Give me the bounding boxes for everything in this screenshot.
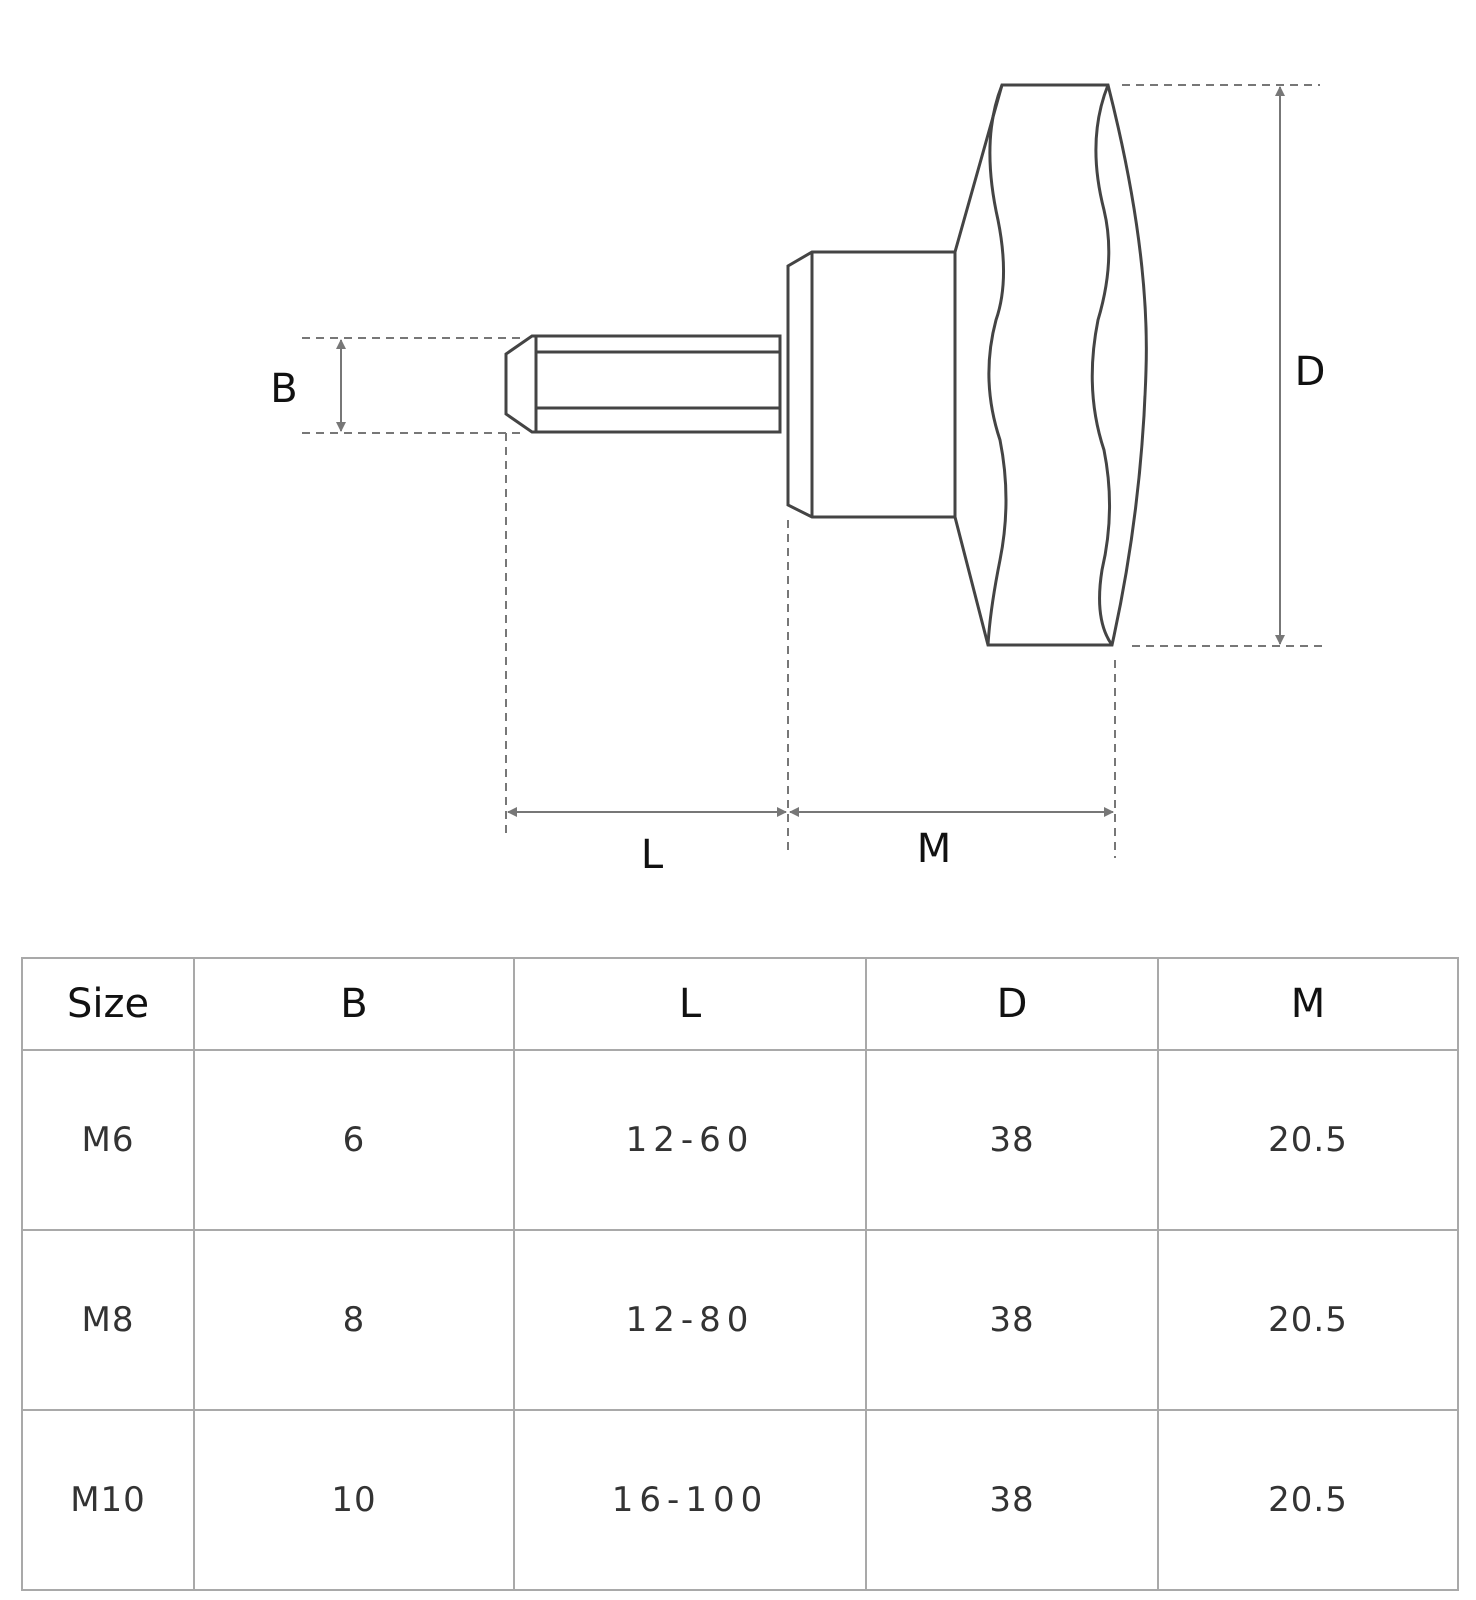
- cell-m: 20.5: [1157, 1049, 1459, 1231]
- dimension-arrows: [336, 86, 1285, 817]
- threaded-stud: [504, 334, 782, 434]
- dimension-m-label: M: [917, 826, 952, 872]
- dimension-b-label: B: [270, 366, 297, 412]
- table-row: M10 10 16-100 38 20.5: [21, 1409, 1459, 1591]
- knob-handle: [953, 83, 1148, 647]
- header-m: M: [1157, 957, 1459, 1051]
- table-header-row: Size B L D M: [21, 957, 1459, 1051]
- knob-dimension-diagram: B D L M: [270, 83, 1326, 878]
- cell-b: 6: [193, 1049, 515, 1231]
- cell-l: 12-80: [513, 1229, 867, 1411]
- knob-collar: [786, 250, 957, 519]
- cell-b: 10: [193, 1409, 515, 1591]
- cell-l: 12-60: [513, 1049, 867, 1231]
- cell-d: 38: [865, 1409, 1159, 1591]
- cell-size: M6: [21, 1049, 195, 1231]
- header-b: B: [193, 957, 515, 1051]
- cell-m: 20.5: [1157, 1229, 1459, 1411]
- header-size: Size: [21, 957, 195, 1051]
- cell-d: 38: [865, 1049, 1159, 1231]
- table-row: M8 8 12-80 38 20.5: [21, 1229, 1459, 1411]
- cell-size: M10: [21, 1409, 195, 1591]
- extension-lines: [302, 84, 1325, 858]
- dimension-l-label: L: [641, 832, 664, 878]
- header-d: D: [865, 957, 1159, 1051]
- cell-b: 8: [193, 1229, 515, 1411]
- cell-m: 20.5: [1157, 1409, 1459, 1591]
- table-row: M6 6 12-60 38 20.5: [21, 1049, 1459, 1231]
- size-spec-table: Size B L D M M6 6 12-60 38 20.5 M8 8 12-…: [21, 957, 1459, 1591]
- cell-l: 16-100: [513, 1409, 867, 1591]
- dimension-d-label: D: [1295, 349, 1326, 395]
- cell-d: 38: [865, 1229, 1159, 1411]
- cell-size: M8: [21, 1229, 195, 1411]
- header-l: L: [513, 957, 867, 1051]
